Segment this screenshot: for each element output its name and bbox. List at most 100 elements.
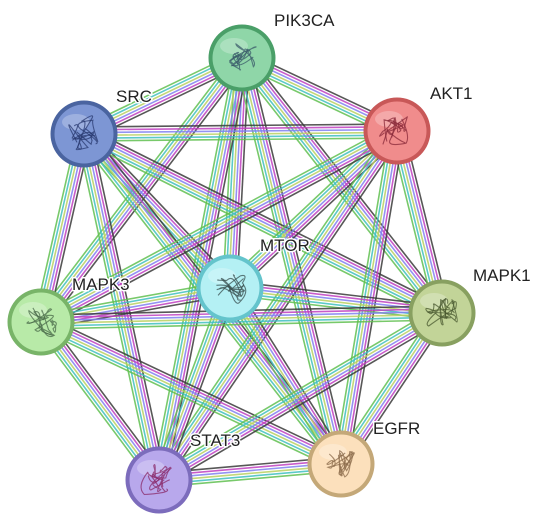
edge-strand [226,127,395,286]
edge-SRC-STAT3 [76,132,167,482]
edge-strand [39,56,242,322]
edge-MAPK3-EGFR [37,314,345,472]
edge-strand [159,313,444,482]
edge-strand [86,127,446,308]
node-fill [54,104,114,164]
edge-strand [45,317,166,477]
edge-strand [37,327,339,472]
node-label-mapk1: MAPK1 [473,266,531,285]
node-label-stat3: STAT3 [190,431,240,450]
edge-strand [228,129,397,288]
edge-strand [162,318,446,487]
node-fill [11,292,71,352]
edge-strand [156,308,441,478]
edge-strand [41,319,443,330]
edge-strand [237,58,338,466]
protein-strand [439,298,449,326]
edge-strand [161,132,402,483]
protein-strand [338,451,353,478]
protein-strand [32,307,54,332]
edge-strand [42,317,344,461]
protein-strand [387,118,409,146]
protein-structure-icon [140,464,172,496]
protein-structure-icon [379,116,409,146]
edge-strand [234,59,335,466]
edge-strand [83,126,397,131]
edge-strand [81,137,441,318]
protein-strand [147,465,168,483]
edge-strand [34,325,155,485]
protein-strand [216,277,242,297]
node-highlight [220,38,248,54]
node-mtor[interactable] [196,254,264,322]
edge-strand [244,54,446,311]
protein-structure-icon [26,307,57,338]
edge-strand [37,124,395,317]
edge-strand [230,280,443,307]
edge-strand [152,126,392,477]
node-pik3ca[interactable] [208,24,276,92]
protein-strand [152,467,172,493]
protein-strand [229,53,242,71]
edge-strand [224,125,393,284]
edge-SRC-MAPK1 [80,127,446,320]
node-stat3[interactable] [125,446,193,514]
node-akt1[interactable] [363,97,431,165]
edge-strand [84,134,398,139]
edge-strand [38,126,396,320]
protein-structure-icon [229,42,257,71]
node-label-mtor: MTOR [260,236,310,255]
protein-strand [140,471,169,496]
protein-strand [426,301,457,327]
edge-strand [246,53,449,310]
edge-strand [83,134,442,315]
edge-strand [154,286,227,479]
edge-strand [41,320,342,464]
edge-strand [42,133,400,327]
protein-structure-icon [326,449,355,478]
node-mapk3[interactable] [7,288,75,356]
edge-strand [76,135,153,482]
nodes-layer [7,24,476,514]
edge-strand [84,131,398,137]
edge-strand [39,129,397,322]
protein-strand [383,117,404,142]
edge-strand [84,133,162,480]
node-egfr[interactable] [307,430,375,498]
edge-strand [41,316,443,327]
edge-strand [84,132,443,313]
edge-AKT1-STAT3 [152,126,404,485]
protein-structure-icon [425,297,458,327]
edge-strand [154,128,395,479]
edge-SRC-AKT1 [83,123,398,142]
node-highlight [19,302,47,318]
protein-strand [337,449,351,477]
edge-strand [80,139,440,320]
edge-strand [41,131,399,324]
edge-AKT1-MAPK3 [37,124,401,329]
edge-strand [159,288,233,481]
edge-strand [43,314,345,459]
edge-strand [40,322,341,466]
node-mapk1[interactable] [408,279,476,347]
edge-strand [160,315,445,485]
protein-structure-icon [216,274,247,304]
protein-strand [425,297,457,321]
edge-strand [79,134,156,482]
edge-MAPK1-STAT3 [155,306,446,487]
node-src[interactable] [50,100,118,168]
node-fill [212,28,272,88]
node-highlight [208,268,236,284]
protein-strand [71,131,94,146]
edge-strand [84,137,398,142]
protein-strand [427,299,458,323]
edge-strand [83,128,397,134]
protein-strand [26,309,54,337]
protein-strand [74,115,94,150]
edge-strand [43,136,401,329]
protein-strand [220,274,245,293]
edge-strand [248,56,349,463]
edge-strand [88,128,236,284]
node-label-src: SRC [116,87,152,106]
edge-strand [159,131,399,482]
